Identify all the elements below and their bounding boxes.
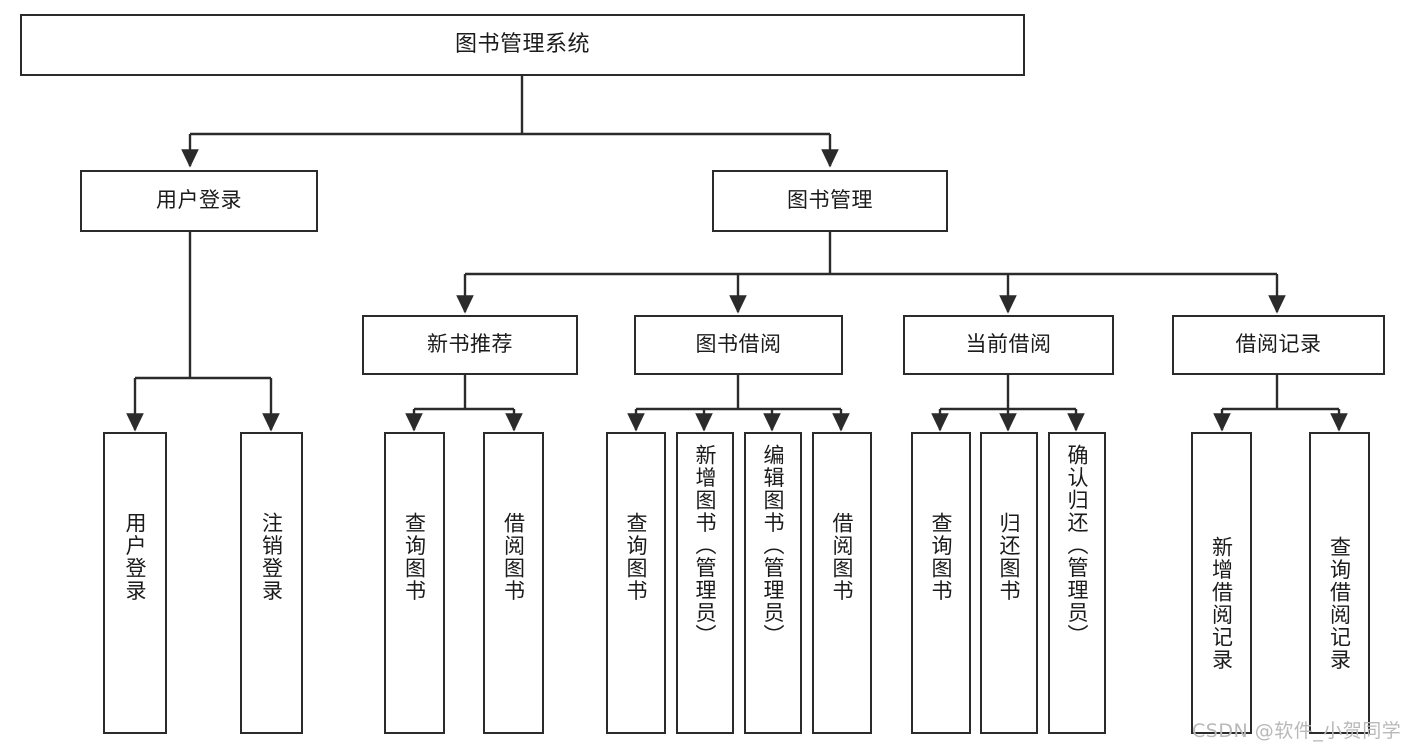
leaf-add-borrow-record[interactable]: 新增借阅记录 (1191, 432, 1252, 734)
node-label: 借阅记录 (1235, 332, 1322, 357)
node-root-system[interactable]: 图书管理系统 (20, 14, 1025, 76)
leaf-logout[interactable]: 注销登录 (240, 432, 303, 734)
node-label: 新增借阅记录 (1209, 536, 1234, 671)
node-borrow-record[interactable]: 借阅记录 (1172, 315, 1385, 375)
node-label: 查询图书 (402, 512, 427, 602)
leaf-query-book-borrow[interactable]: 查询图书 (606, 432, 666, 734)
node-new-book-recommend[interactable]: 新书推荐 (362, 315, 578, 375)
leaf-edit-book-admin[interactable]: 编辑图书（管理员） (744, 432, 802, 734)
leaf-borrow-book-recommend[interactable]: 借阅图书 (483, 432, 544, 734)
leaf-return-book[interactable]: 归还图书 (980, 432, 1038, 734)
node-book-borrow[interactable]: 图书借阅 (634, 315, 843, 375)
leaf-add-book-admin[interactable]: 新增图书（管理员） (676, 432, 734, 734)
leaf-confirm-return-admin[interactable]: 确认归还（管理员） (1048, 432, 1106, 734)
node-label: 查询借阅记录 (1327, 536, 1352, 671)
node-label: 编辑图书（管理员） (761, 444, 786, 647)
leaf-query-book-current[interactable]: 查询图书 (911, 432, 971, 734)
node-label: 图书借阅 (695, 332, 782, 357)
node-label: 用户登录 (123, 512, 148, 602)
node-user-login[interactable]: 用户登录 (80, 170, 318, 232)
node-label: 归还图书 (997, 512, 1022, 602)
node-current-borrow[interactable]: 当前借阅 (903, 315, 1114, 375)
leaf-borrow-book[interactable]: 借阅图书 (812, 432, 872, 734)
node-label: 借阅图书 (830, 512, 855, 602)
leaf-query-book-recommend[interactable]: 查询图书 (384, 432, 445, 734)
node-book-management[interactable]: 图书管理 (712, 170, 948, 232)
node-label: 查询图书 (624, 512, 649, 602)
node-label: 借阅图书 (501, 512, 526, 602)
node-label: 新书推荐 (427, 332, 513, 357)
node-label: 当前借阅 (965, 332, 1052, 357)
node-label: 图书管理 (787, 188, 873, 213)
node-label: 用户登录 (156, 188, 242, 213)
node-label: 新增图书（管理员） (693, 444, 718, 647)
leaf-user-login[interactable]: 用户登录 (103, 432, 167, 734)
node-label: 确认归还（管理员） (1065, 444, 1090, 647)
node-label: 查询图书 (929, 512, 954, 602)
node-label: 注销登录 (259, 512, 284, 602)
leaf-query-borrow-record[interactable]: 查询借阅记录 (1309, 432, 1370, 734)
node-label: 图书管理系统 (454, 31, 590, 57)
